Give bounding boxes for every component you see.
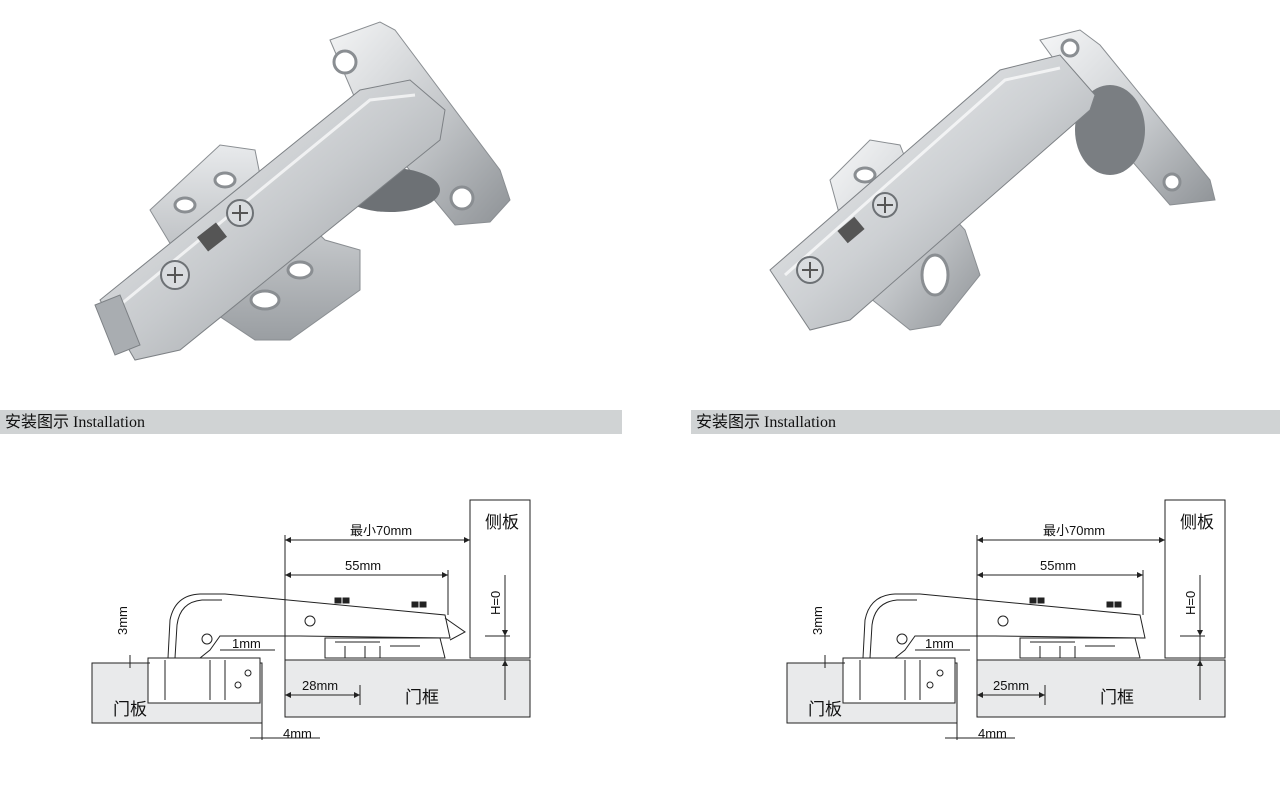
- label-side-panel-left: 侧板: [485, 513, 519, 532]
- dim-thickness-left: 3mm: [115, 606, 130, 635]
- dim-min-depth-left: 最小70mm: [350, 523, 412, 538]
- label-door-right: 门板: [808, 700, 842, 719]
- dim-offset-left: 28mm: [302, 678, 338, 693]
- installation-diagram-left: 最小70mm 55mm 侧板 门板 门框 1mm 28mm 4mm 3mm H=…: [80, 490, 540, 750]
- dim-gap-right: 1mm: [925, 636, 954, 651]
- dim-cup-distance-right: 55mm: [1040, 558, 1076, 573]
- dim-height-right: H=0: [1183, 591, 1198, 615]
- dim-thickness-right: 3mm: [810, 606, 825, 635]
- label-frame-right: 门框: [1100, 688, 1134, 707]
- dim-gap-left: 1mm: [232, 636, 261, 651]
- dim-height-left: H=0: [488, 591, 503, 615]
- label-door-left: 门板: [113, 700, 147, 719]
- hinge-photo-left: [60, 0, 560, 400]
- dim-offset-right: 25mm: [993, 678, 1029, 693]
- dim-edge-right: 4mm: [978, 726, 1007, 741]
- installation-title-left: 安装图示 Installation: [0, 410, 622, 434]
- dim-cup-distance-left: 55mm: [345, 558, 381, 573]
- label-side-panel-right: 侧板: [1180, 513, 1214, 532]
- hinge-image-right: [769, 29, 1216, 331]
- installation-title-right: 安装图示 Installation: [691, 410, 1280, 434]
- label-frame-left: 门框: [405, 688, 439, 707]
- diagram-left-svg: 最小70mm 55mm 侧板 门板 门框 1mm 28mm 4mm 3mm H=…: [91, 499, 531, 741]
- hinge-image-left: [94, 21, 511, 361]
- installation-diagram-right: 最小70mm 55mm 侧板 门板 门框 1mm 25mm 4mm 3mm H=…: [775, 490, 1235, 750]
- dim-edge-left: 4mm: [283, 726, 312, 741]
- dim-min-depth-right: 最小70mm: [1043, 523, 1105, 538]
- hinge-photo-right: [760, 0, 1230, 400]
- diagram-right-svg: 最小70mm 55mm 侧板 门板 门框 1mm 25mm 4mm 3mm H=…: [786, 499, 1226, 741]
